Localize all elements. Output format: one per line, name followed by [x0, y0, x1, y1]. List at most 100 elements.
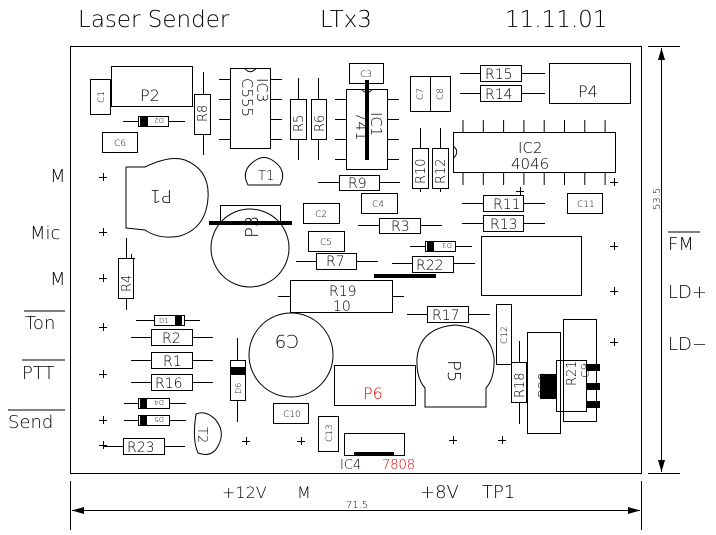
connector-label-ptt: PTT [22, 363, 55, 384]
svg-text:D3: D3 [442, 241, 452, 249]
svg-text:D2: D2 [154, 116, 164, 124]
resistor-r19: R19 10 [278, 280, 404, 315]
svg-text:D6: D6 [234, 383, 243, 394]
potentiometer-p4: P4 [549, 63, 631, 104]
svg-text:T1: T1 [258, 169, 274, 184]
capacitor-c1: C1 [90, 79, 111, 115]
resistor-r6: R6 [311, 78, 328, 160]
svg-text:R1: R1 [163, 354, 182, 370]
diode-d6: D6 [230, 338, 246, 422]
connector-label-tp1: TP1 [482, 482, 515, 503]
capacitor-c5: C5 [308, 231, 345, 252]
width-dimension: 71.5 [70, 481, 642, 530]
svg-text:C9: C9 [275, 330, 299, 351]
resistor-r23: R23 [103, 438, 185, 456]
svg-text:C11: C11 [577, 200, 595, 210]
svg-text:C6: C6 [114, 139, 126, 149]
svg-text:C2: C2 [315, 210, 327, 220]
height-dimension: 53.5 [648, 46, 680, 474]
svg-text:C13: C13 [325, 424, 335, 442]
svg-text:R5: R5 [292, 115, 307, 132]
resistor-r21: R21 C9 [556, 319, 600, 422]
pad-cross [610, 178, 618, 186]
diode-d2: D2 [123, 116, 185, 127]
ic-ic2: IC2 4046 [453, 120, 616, 185]
connector-label-fm: FM [668, 234, 694, 255]
connector-label-12v: +12V [222, 483, 267, 502]
resistor-r17: R17 [407, 306, 490, 324]
module-footprint [481, 236, 582, 296]
resistor-r2: R2 [131, 329, 213, 347]
resistor-r7: R7 [296, 253, 378, 270]
connector-label-ld-minus: LD− [668, 334, 707, 355]
svg-text:D5: D5 [154, 415, 164, 423]
resistor-r22: R22 [392, 256, 475, 274]
height-dimension-label: 53.5 [652, 188, 663, 210]
potentiometer-p3: P3 [209, 205, 292, 288]
resistor-r3: R3 [358, 218, 442, 235]
capacitor-c8: C8 [430, 76, 451, 112]
svg-text:R19: R19 [329, 284, 357, 300]
connector-label-gnd: M [297, 483, 311, 502]
resistor-r11: R11 [462, 195, 545, 213]
width-dimension-label: 71.5 [346, 500, 368, 511]
resistor-r8: R8 [194, 72, 211, 155]
svg-text:R15: R15 [485, 67, 513, 83]
resistor-r10: R10 [412, 128, 429, 192]
potentiometer-p1: P1 [125, 158, 209, 238]
svg-text:D1: D1 [159, 317, 169, 325]
svg-text:C555: C555 [238, 78, 256, 117]
svg-text:R11: R11 [493, 197, 521, 213]
svg-text:IC2: IC2 [518, 139, 542, 157]
connector-label-m2: M [50, 269, 66, 290]
svg-text:R2: R2 [162, 331, 181, 347]
svg-text:P6: P6 [363, 384, 383, 403]
svg-text:P1: P1 [150, 185, 172, 206]
capacitor-c6: C6 [102, 132, 138, 153]
pad-cross [516, 187, 524, 195]
svg-text:C12: C12 [500, 326, 510, 344]
pad-cross [99, 323, 107, 331]
svg-text:C4: C4 [372, 200, 384, 210]
transistor-t1: T1 [244, 157, 284, 186]
transistor-t2: T2 [193, 412, 222, 455]
pad-cross [498, 436, 506, 444]
svg-text:P3: P3 [242, 216, 263, 238]
svg-text:IC4: IC4 [340, 458, 361, 473]
svg-text:P4: P4 [578, 82, 598, 101]
svg-text:4046: 4046 [511, 155, 549, 173]
svg-text:R7: R7 [326, 254, 345, 270]
svg-text:IC1: IC1 [367, 112, 385, 136]
resistor-r15: R15 [460, 65, 545, 83]
svg-text:T2: T2 [194, 427, 209, 443]
svg-text:R6: R6 [313, 115, 328, 132]
ic-ic3: IC3 C555 [219, 68, 282, 149]
resistor-r14: R14 [460, 85, 545, 103]
title-text: Laser Sender [78, 7, 230, 33]
connector-label-send: Send [8, 412, 53, 433]
model-text: LTx3 [320, 7, 372, 33]
capacitor-c12: C12 [496, 304, 512, 365]
pad-cross [610, 242, 618, 250]
svg-text:R22: R22 [416, 258, 444, 274]
pad-cross [610, 338, 618, 346]
pad-cross [99, 274, 107, 282]
svg-text:D4: D4 [154, 398, 164, 406]
svg-text:C1: C1 [97, 91, 107, 103]
potentiometer-p6: P6 [334, 365, 416, 406]
capacitor-c10: C10 [273, 403, 309, 424]
svg-text:P5: P5 [443, 360, 464, 382]
svg-text:C7: C7 [416, 88, 426, 100]
svg-text:P2: P2 [140, 86, 160, 105]
resistor-r12: R12 [432, 128, 449, 192]
capacitor-c13: C13 [318, 416, 339, 452]
pad-cross [449, 436, 457, 444]
svg-text:R9: R9 [348, 176, 367, 192]
svg-text:C3: C3 [360, 70, 372, 80]
connector-label-8v: +8V [420, 482, 459, 503]
resistor-r13: R13 [462, 215, 545, 233]
diode-d5: D5 [124, 415, 186, 426]
svg-text:R10: R10 [414, 158, 429, 184]
svg-text:R4: R4 [120, 275, 135, 292]
pad-cross [99, 173, 107, 181]
